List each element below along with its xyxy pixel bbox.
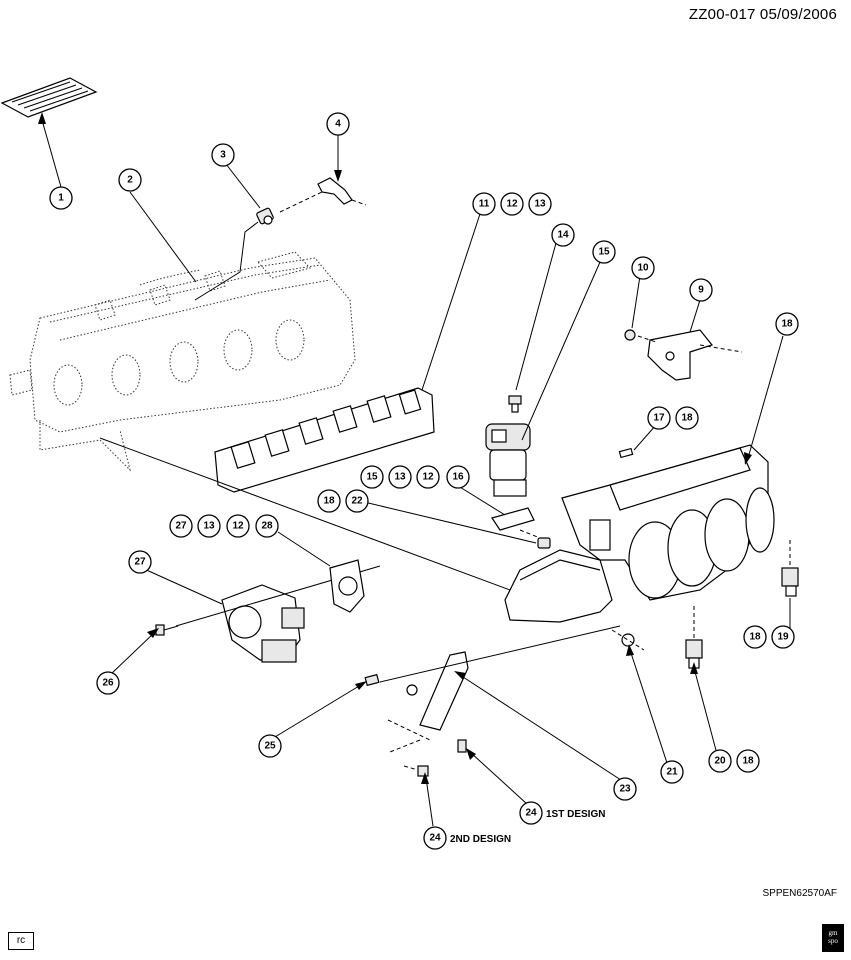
pin-part-17 [618,447,634,459]
svg-text:12: 12 [506,199,518,210]
svg-text:15: 15 [598,247,610,258]
svg-text:15: 15 [366,472,378,483]
callout-12: 12 [226,514,250,538]
callout-9: 9 [689,278,713,302]
bolt-part-26 [155,624,179,636]
callout-11: 11 [472,192,496,216]
svg-text:18: 18 [781,319,793,330]
sensor-part-3 [256,207,274,225]
callout-12: 12 [416,465,440,489]
bolt-part-24-second [417,765,429,777]
svg-text:4: 4 [335,119,341,130]
bolt-part-25 [364,673,380,687]
svg-text:12: 12 [422,472,434,483]
svg-text:28: 28 [261,521,273,532]
callout-13: 13 [388,465,412,489]
drawing-reference: SPPEN62570AF [762,888,838,899]
callout-15: 15 [592,240,616,264]
svg-text:14: 14 [557,230,569,241]
callout-16: 16 [446,465,470,489]
svg-text:18: 18 [749,632,761,643]
svg-text:27: 27 [134,557,146,568]
callout-18: 18 [736,749,760,773]
callout-25: 25 [258,734,282,758]
bracket-part-9 [647,329,714,381]
svg-text:24: 24 [429,833,441,844]
svg-text:1: 1 [58,193,64,204]
egr-valve [485,423,531,497]
svg-text:3: 3 [220,150,226,161]
svg-text:13: 13 [534,199,546,210]
callout-18: 18 [317,489,341,513]
diagram-code: ZZ00-017 05/09/2006 [688,6,837,23]
egr-gasket [491,507,535,531]
callout-24-1st-design: 24 1ST DESIGN [519,801,605,825]
svg-text:1ST DESIGN: 1ST DESIGN [546,809,605,820]
svg-text:27: 27 [175,521,187,532]
svg-text:23: 23 [619,784,631,795]
svg-text:22: 22 [351,496,363,507]
callout-18: 18 [775,312,799,336]
bolt-part-10 [624,329,636,341]
callout-28: 28 [255,514,279,538]
svg-text:18: 18 [681,413,693,424]
callout-13: 13 [528,192,552,216]
leader-lines [38,112,791,827]
callout-22: 22 [345,489,369,513]
callout-17: 17 [647,406,671,430]
callout-2: 2 [118,168,142,192]
callout-3: 3 [211,143,235,167]
svg-text:19: 19 [777,632,789,643]
svg-text:21: 21 [666,767,678,778]
throttle-body [221,584,305,663]
callout-4: 4 [326,112,350,136]
svg-text:9: 9 [698,285,704,296]
fitting-part-19 [781,567,799,597]
svg-text:24: 24 [525,808,537,819]
svg-text:10: 10 [637,263,649,274]
gm-spo-logo: gm spo [822,924,844,952]
svg-text:16: 16 [452,472,464,483]
callout-13: 13 [197,514,221,538]
callout-18: 18 [743,625,767,649]
svg-text:13: 13 [203,521,215,532]
bolt-part-14 [508,395,522,413]
label-plate [0,77,98,118]
svg-text:20: 20 [714,756,726,767]
svg-text:12: 12 [232,521,244,532]
callout-23: 23 [613,777,637,801]
washer-part-21 [621,633,635,647]
callout-20: 20 [708,749,732,773]
callout-24-2nd-design: 24 2ND DESIGN [423,826,511,850]
callout-14: 14 [551,223,575,247]
callout-19: 19 [771,625,795,649]
cap-part-22 [537,537,551,549]
svg-text:17: 17 [653,413,665,424]
callout-18: 18 [675,406,699,430]
engine-block-outline [9,251,356,472]
corner-label: rc [8,932,34,950]
svg-text:25: 25 [264,741,276,752]
svg-text:11: 11 [479,199,490,210]
bolt-part-24-first [457,739,467,753]
svg-text:13: 13 [394,472,406,483]
callout-15: 15 [360,465,384,489]
intake-gasket [214,387,435,493]
svg-text:18: 18 [323,496,335,507]
svg-text:18: 18 [742,756,754,767]
svg-text:2: 2 [127,175,133,186]
hose-part-4 [317,177,353,205]
callout-26: 26 [96,671,120,695]
callout-27: 27 [169,514,193,538]
svg-text:2ND DESIGN: 2ND DESIGN [450,834,511,845]
callout-1: 1 [49,186,73,210]
callout-10: 10 [631,256,655,280]
callout-27: 27 [128,550,152,574]
callout-21: 21 [660,760,684,784]
callout-12: 12 [500,192,524,216]
intake-manifold [504,444,775,623]
svg-text:26: 26 [102,678,114,689]
